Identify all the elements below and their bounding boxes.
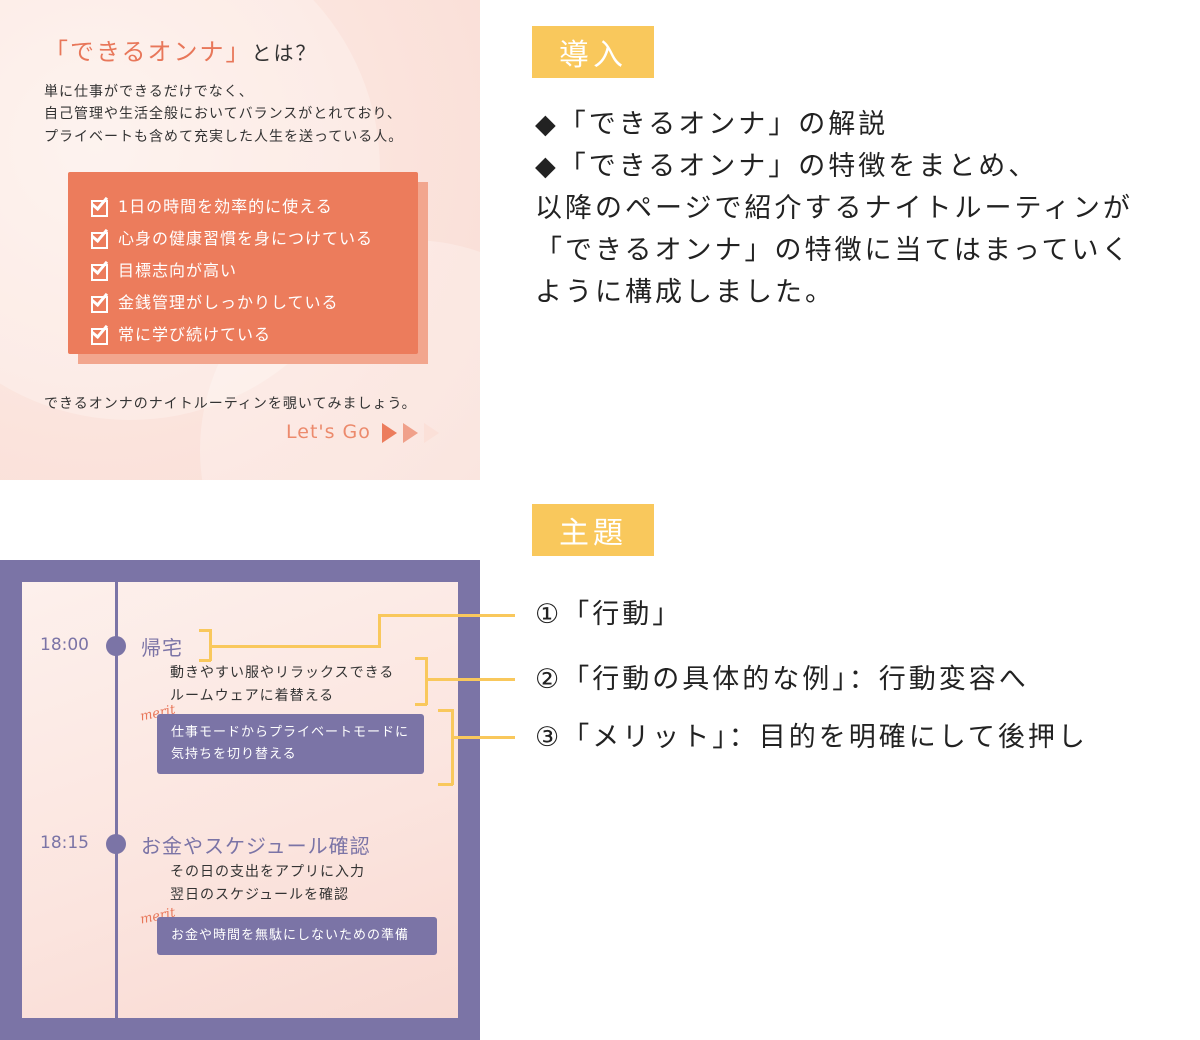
- timeline-dot: [106, 636, 126, 656]
- checklist-item: 常に学び続けている: [90, 321, 271, 345]
- merit-box: お金や時間を無駄にしないための準備: [157, 917, 437, 955]
- entry-detail: 動きやすい服やリラックスできる: [170, 665, 395, 681]
- checkbox-icon: [90, 260, 108, 281]
- merit-text: 仕事モードからプライベートモードに: [171, 725, 410, 740]
- arrow-icon: [403, 423, 418, 443]
- entry-title: お金やスケジュール確認: [141, 834, 371, 858]
- timeline-slide: 18:00 帰宅 動きやすい服やリラックスできる ルームウェアに着替える mer…: [0, 560, 480, 1040]
- checklist-item: 心身の健康習慣を身につけている: [90, 225, 373, 249]
- checkbox-icon: [90, 292, 108, 313]
- arrow-icon: [382, 423, 397, 443]
- intro-line: 以降のページで紹介するナイトルーティンが: [535, 193, 1133, 224]
- timeline-line: [115, 582, 118, 1018]
- entry-detail: ルームウェアに着替える: [170, 688, 335, 704]
- footer-text: できるオンナのナイトルーティンを覗いてみましょう。: [44, 396, 417, 412]
- arrow-icon: [424, 423, 439, 443]
- intro-line: ように構成しました。: [535, 277, 835, 308]
- entry-time: 18:15: [40, 833, 89, 853]
- merit-text: 気持ちを切り替える: [171, 747, 297, 762]
- section-label-intro: 導入: [532, 26, 654, 78]
- paragraph-line: 単に仕事ができるだけでなく、: [44, 84, 254, 100]
- intro-line: ◆「できるオンナ」の特徴をまとめ、: [535, 151, 1039, 182]
- timeline-dot: [106, 834, 126, 854]
- theme-point: ②「行動の具体的な例」：行動変容へ: [535, 664, 1029, 695]
- entry-detail: 翌日のスケジュールを確認: [170, 887, 350, 903]
- slide-title: 「できるオンナ」とは？: [44, 38, 318, 66]
- merit-box: 仕事モードからプライベートモードに 気持ちを切り替える: [157, 714, 424, 774]
- entry-time: 18:00: [40, 635, 89, 655]
- merit-text: お金や時間を無駄にしないための準備: [171, 928, 410, 943]
- entry-title: 帰宅: [141, 636, 183, 660]
- checkbox-icon: [90, 324, 108, 345]
- checklist-item: 目標志向が高い: [90, 257, 237, 281]
- theme-point: ③「メリット」：目的を明確にして後押し: [535, 722, 1088, 753]
- theme-point: ①「行動」: [535, 599, 683, 630]
- entry-detail: その日の支出をアプリに入力: [170, 864, 365, 880]
- checklist-item: 1日の時間を効率的に使える: [90, 193, 333, 217]
- checklist-box: [68, 172, 418, 354]
- lets-go-link[interactable]: Let's Go: [286, 421, 371, 443]
- checklist-item: 金銭管理がしっかりしている: [90, 289, 339, 313]
- paragraph-line: 自己管理や生活全般においてバランスがとれており、: [44, 106, 402, 122]
- section-label-theme: 主題: [532, 504, 654, 556]
- paragraph-line: プライベートも含めて充実した人生を送っている人。: [44, 129, 404, 145]
- checkbox-icon: [90, 196, 108, 217]
- intro-line: 「できるオンナ」の特徴に当てはまっていく: [535, 235, 1132, 266]
- intro-line: ◆「できるオンナ」の解説: [535, 109, 889, 140]
- intro-slide: 「できるオンナ」とは？ 単に仕事ができるだけでなく、 自己管理や生活全般において…: [0, 0, 480, 480]
- checkbox-icon: [90, 228, 108, 249]
